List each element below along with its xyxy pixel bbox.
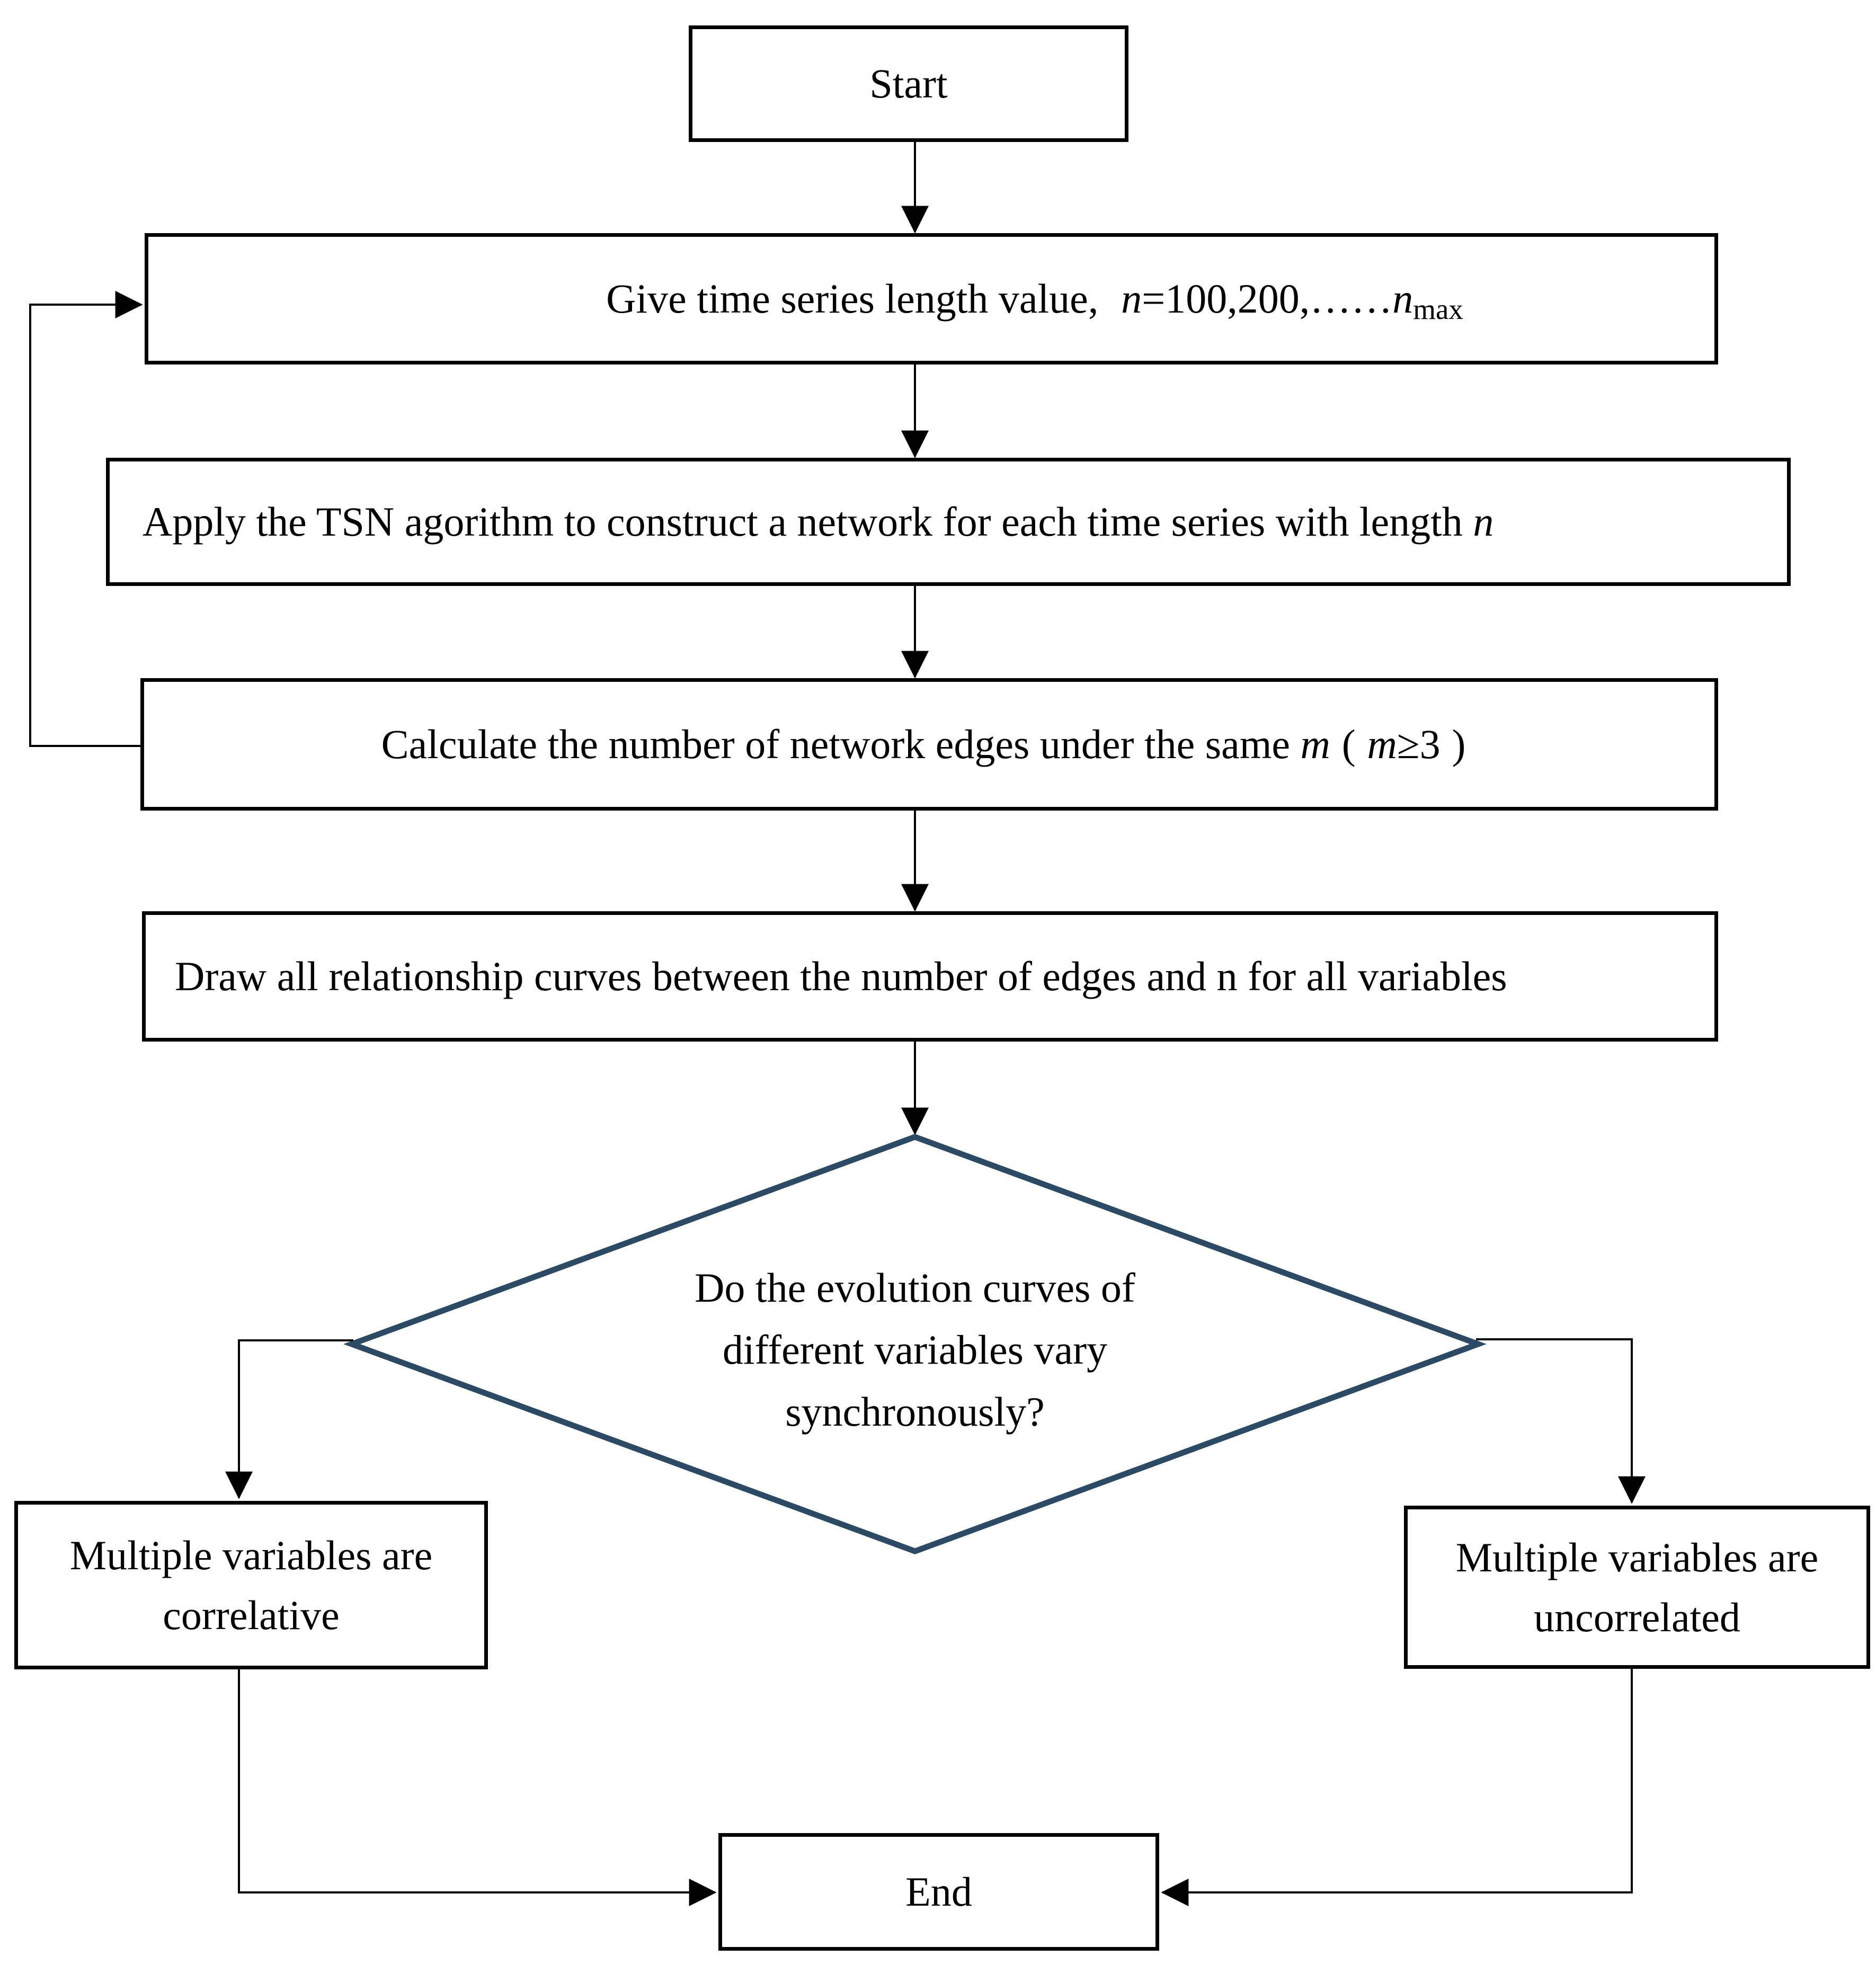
node-end: End	[718, 1833, 1159, 1951]
node-draw-label: Draw all relationship curves between the…	[175, 953, 1507, 1000]
node-calculate-edges: Calculate the number of network edges un…	[140, 678, 1718, 811]
node-start-label: Start	[869, 60, 948, 107]
decision-diamond-shape	[343, 1134, 1487, 1554]
arrow-loop-calc-to-give	[29, 291, 143, 747]
node-draw-curves: Draw all relationship curves between the…	[142, 911, 1718, 1042]
node-apply-tsn-algorithm: Apply the TSN agorithm to construct a ne…	[106, 458, 1791, 586]
node-apply-label: Apply the TSN agorithm to construct a ne…	[143, 499, 1494, 545]
node-start: Start	[689, 25, 1128, 142]
node-give-time-series-length: Give time series length value,n=100,200,…	[145, 233, 1718, 364]
node-end-label: End	[905, 1869, 972, 1915]
arrow-decision-to-correlative	[225, 1339, 353, 1499]
arrow-uncorrelated-to-end	[1161, 1669, 1633, 1906]
node-give-label: Give time series length value,n=100,200,…	[606, 275, 1463, 326]
node-calc-label: Calculate the number of network edges un…	[381, 721, 1466, 768]
arrow-correlative-to-end	[238, 1669, 717, 1906]
arrow-decision-to-uncorrelated	[1476, 1338, 1646, 1504]
